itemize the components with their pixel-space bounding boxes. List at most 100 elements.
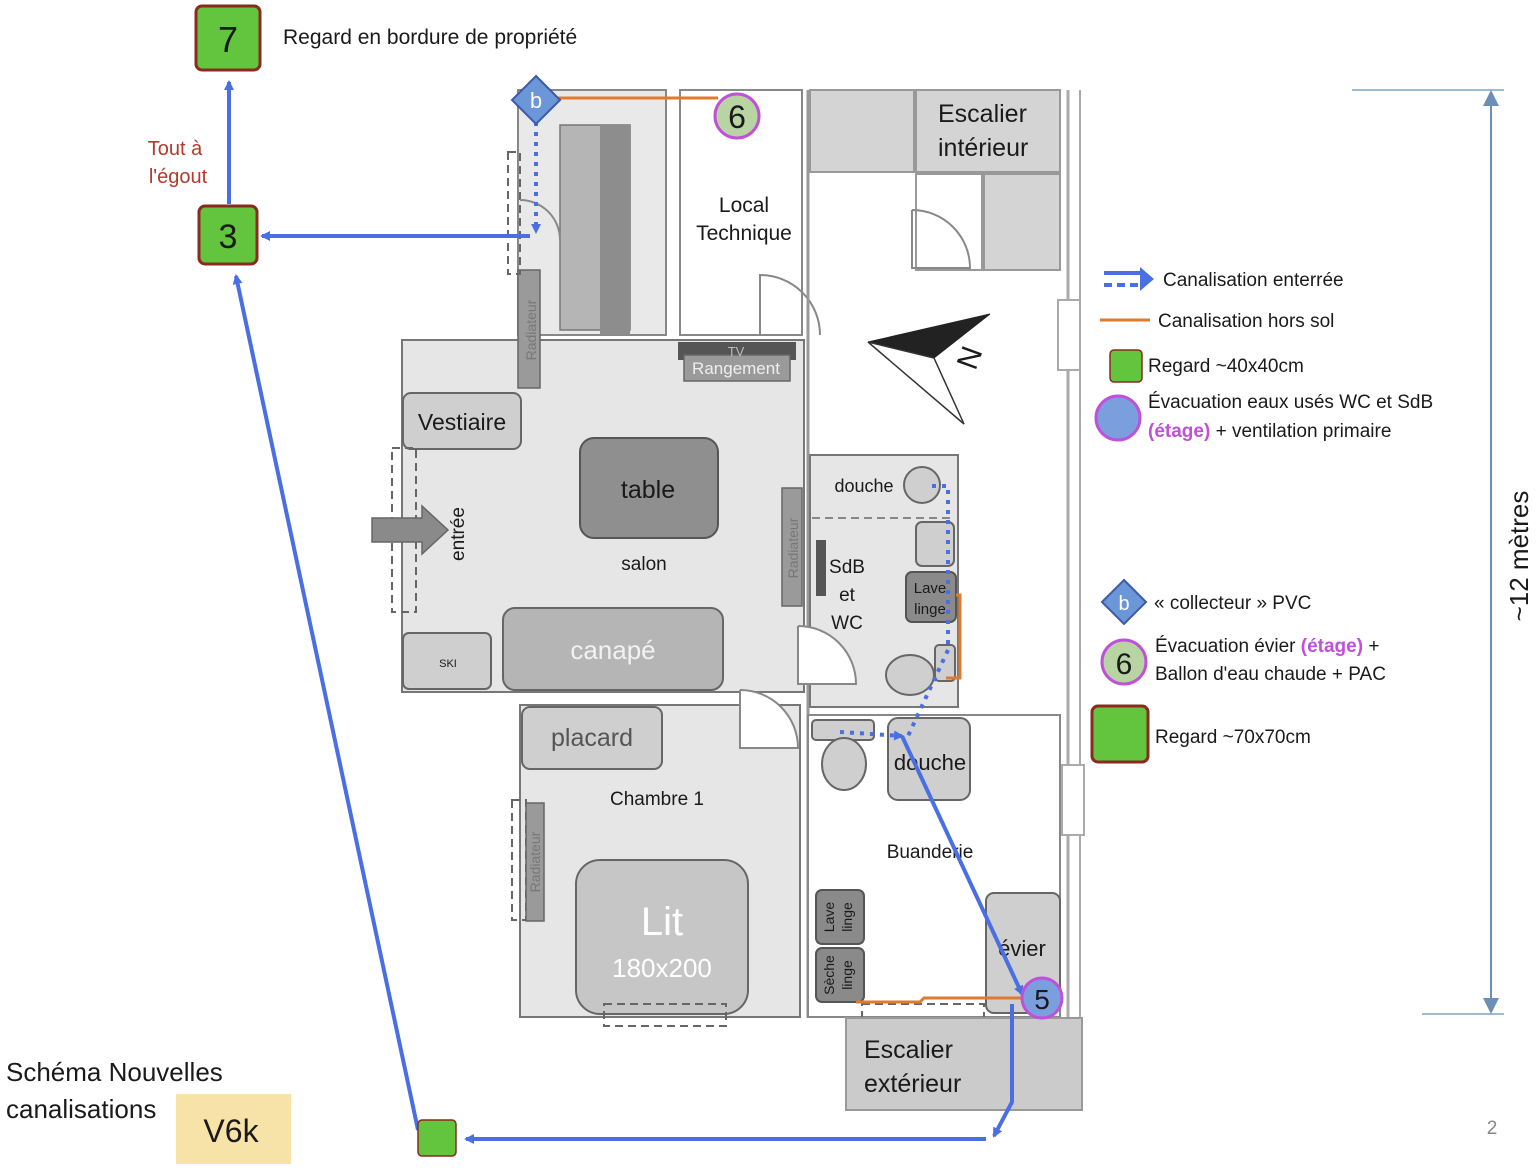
toilet-buanderie xyxy=(821,737,867,791)
ski-label: SKI xyxy=(439,658,457,670)
local-door xyxy=(759,273,821,336)
node-6-label: 6 xyxy=(728,99,746,135)
version-badge xyxy=(176,1094,291,1164)
legend-evac-line1: Évacuation eaux usés WC et SdB xyxy=(1148,392,1433,413)
small-manhole xyxy=(417,1119,457,1157)
canape-label: canapé xyxy=(570,635,655,665)
legend-collector-sym: b xyxy=(1118,593,1129,615)
stairs-in-label-1: Escalier xyxy=(938,100,1027,128)
stairs-in-label-2: intérieur xyxy=(938,134,1028,162)
toilet-sdb xyxy=(885,654,935,696)
pipe-5-down xyxy=(992,1004,1014,1138)
vestiaire-box xyxy=(402,392,522,450)
legend: Canalisation enterrée Canalisation hors … xyxy=(1090,267,1433,764)
chambre-label: Chambre 1 xyxy=(610,789,704,810)
lit-size-label: 180x200 xyxy=(612,953,712,983)
radiator-3 xyxy=(525,802,545,922)
node-5: 5 xyxy=(1020,976,1064,1020)
node-collector-b: b xyxy=(510,74,562,126)
placard-label: placard xyxy=(551,724,633,752)
pipe-buanderie-orange xyxy=(856,996,1022,1004)
lave-sdb-label-2: linge xyxy=(914,601,946,618)
canape-box xyxy=(502,607,724,691)
tv-label: TV xyxy=(728,344,745,359)
sewer-note-1: Tout à xyxy=(148,138,203,160)
page-number: 2 xyxy=(1487,1118,1498,1139)
sdb-divider xyxy=(816,540,826,596)
north-label: N xyxy=(951,342,989,374)
lave-b-label-2: linge xyxy=(839,902,855,932)
pipe-sdb-orange xyxy=(946,593,962,680)
title-line-1: Schéma Nouvelles xyxy=(6,1057,223,1087)
stairs-block-1 xyxy=(809,89,915,173)
stairs-block-2 xyxy=(983,173,1061,271)
legend-above: Canalisation hors sol xyxy=(1158,311,1334,332)
table-box xyxy=(579,437,719,539)
toilet-tank-sdb xyxy=(934,644,956,682)
version-label: V6k xyxy=(203,1113,259,1149)
radiator-3-label: Radiateur xyxy=(527,831,543,892)
douche-buanderie-label: douche xyxy=(894,750,966,775)
washer-buanderie xyxy=(815,889,865,945)
radiator-2 xyxy=(781,487,803,607)
kitchen-counter-dark xyxy=(600,125,630,335)
room-labels: Local Technique Escalier intérieur TV Ra… xyxy=(418,100,1046,1098)
legend-big-manhole: Regard ~70x70cm xyxy=(1155,727,1311,748)
dimension-12m: ~12 mètres xyxy=(1352,89,1534,1015)
lave-sdb-label-1: Lave xyxy=(914,580,947,597)
building xyxy=(371,89,1085,1111)
legend-evier-sym: 6 xyxy=(1116,648,1133,681)
placard-box xyxy=(521,706,663,770)
lit-label: Lit xyxy=(641,900,683,944)
ski-box xyxy=(402,632,492,690)
pipe-wc-dotted xyxy=(839,730,904,741)
node-6: 6 xyxy=(713,92,761,140)
rangement-label: Rangement xyxy=(692,359,780,378)
manhole-3-label: 3 xyxy=(219,218,238,256)
seche-label-2: linge xyxy=(839,960,855,990)
node-manhole-3: 3 xyxy=(197,204,259,266)
legend-evier-line2: Ballon d'eau chaude + PAC xyxy=(1155,664,1386,685)
stairs-out-room xyxy=(845,1017,1083,1111)
manhole-7-label: 7 xyxy=(218,19,238,60)
node-5-label: 5 xyxy=(1034,984,1050,1015)
sdb-label-2: et xyxy=(839,585,856,606)
legend-collector: « collecteur » PVC xyxy=(1154,593,1311,614)
dryer-buanderie xyxy=(815,947,865,1003)
svg-text:Évacuation évier (étage) +: Évacuation évier (étage) + xyxy=(1155,636,1379,657)
title-line-2: canalisations xyxy=(6,1094,156,1124)
sdb-label-3: WC xyxy=(831,613,863,634)
local-label-1: Local xyxy=(719,194,769,217)
douche-sdb-label: douche xyxy=(834,476,893,496)
radiator-2-label: Radiateur xyxy=(785,517,801,578)
table-label: table xyxy=(621,476,675,504)
salon-label: salon xyxy=(621,554,666,575)
sink-sdb xyxy=(915,521,955,567)
shower-buanderie xyxy=(887,717,971,801)
lave-b-label-1: Lave xyxy=(821,902,837,933)
entree-label: entrée xyxy=(448,507,469,561)
pipe-to-3-long xyxy=(232,274,420,1131)
sdb-label-1: SdB xyxy=(829,557,865,578)
radiator-1 xyxy=(517,269,541,389)
washer-sdb xyxy=(905,571,957,623)
stairs-out-label-1: Escalier xyxy=(864,1036,953,1064)
legend-evier-etage: (étage) xyxy=(1301,636,1363,657)
sewer-note-2: l'égout xyxy=(149,166,208,188)
vestiaire-label: Vestiaire xyxy=(418,409,506,435)
pipe-douche-to-5 xyxy=(900,735,1024,996)
legend-evier-a: Évacuation évier xyxy=(1155,636,1301,657)
entry-arrow xyxy=(371,504,450,556)
stairs-in-room xyxy=(915,89,1061,173)
shower-drain-1 xyxy=(903,466,941,504)
legend-evac-line2: + ventilation primaire xyxy=(1210,421,1391,442)
legend-buried: Canalisation enterrée xyxy=(1163,270,1344,291)
sdb-door xyxy=(797,625,858,685)
legend-evac-etage: (étage) xyxy=(1148,421,1210,442)
stairs-out-label-2: extérieur xyxy=(864,1070,961,1098)
dimension-label: ~12 mètres xyxy=(1504,491,1534,622)
radiator-1-label: Radiateur xyxy=(523,299,539,360)
collector-b-label: b xyxy=(530,88,542,113)
north-arrow: N xyxy=(867,313,991,425)
